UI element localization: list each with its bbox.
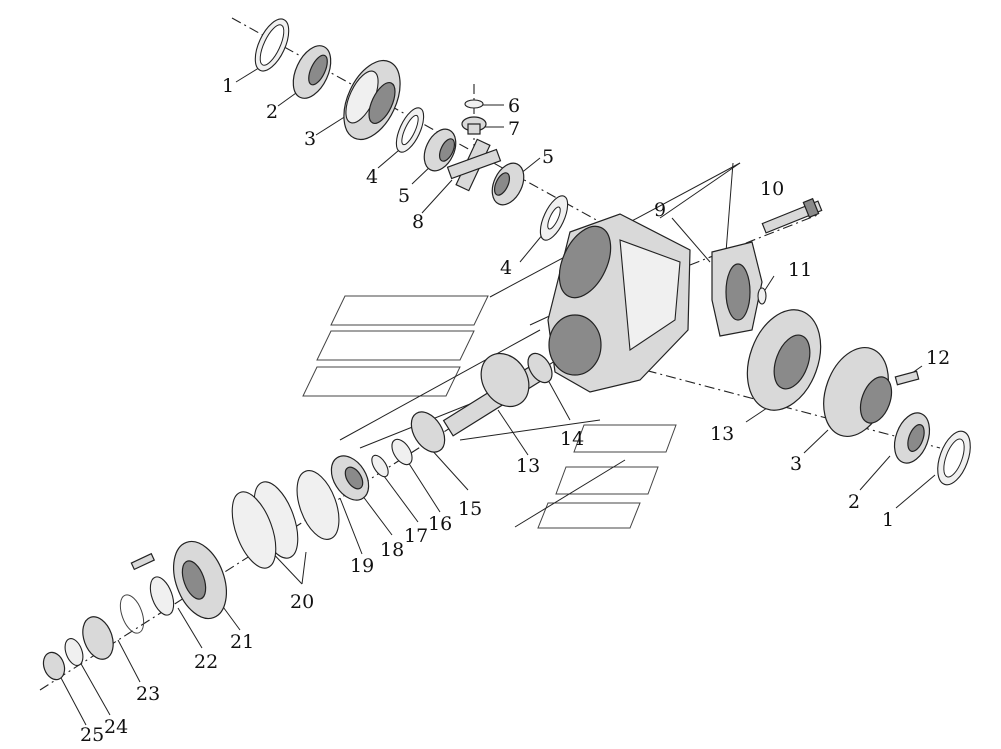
label-6: 6 — [508, 95, 520, 117]
label-3-right: 3 — [790, 453, 802, 475]
label-7: 7 — [508, 118, 520, 140]
label-4-lower: 4 — [500, 257, 512, 279]
part-19-gasket — [296, 470, 340, 540]
label-2-right: 2 — [848, 491, 860, 513]
label-15: 15 — [458, 498, 482, 520]
label-plates-right — [537, 424, 677, 529]
part-5-side-gear-left — [423, 128, 457, 172]
part-bolt-lower — [130, 552, 156, 571]
part-14-bearing-pinion — [527, 352, 553, 384]
label-13-ring-gear: 13 — [710, 423, 734, 445]
part-13-ring-gear — [746, 309, 822, 411]
part-3-carrier-half-right — [823, 346, 893, 438]
part-11-lock-plate — [757, 287, 767, 305]
label-9: 9 — [654, 199, 666, 221]
part-6-washer-small — [464, 99, 484, 109]
part-24-washer — [64, 638, 84, 666]
label-11: 11 — [788, 259, 812, 281]
label-5-right: 5 — [542, 146, 554, 168]
label-4-upper: 4 — [366, 166, 378, 188]
part-1-ring-upper — [254, 18, 290, 72]
label-10: 10 — [760, 178, 784, 200]
part-9-axle-housing — [547, 213, 691, 393]
label-21: 21 — [230, 631, 254, 653]
label-19: 19 — [350, 555, 374, 577]
part-20-shims — [231, 481, 299, 569]
part-16-spacer — [391, 438, 413, 466]
label-3-upper: 3 — [304, 128, 316, 150]
label-1-upper: 1 — [222, 75, 234, 97]
part-o-ring — [119, 594, 145, 634]
part-3-carrier-half-upper — [343, 60, 401, 140]
label-12: 12 — [926, 347, 950, 369]
part-7-pinion-gear — [461, 116, 487, 135]
part-25-nut — [42, 651, 66, 681]
part-22-seal — [149, 576, 175, 616]
part-5-side-gear-right — [491, 162, 525, 206]
label-plates-left — [302, 295, 489, 397]
label-14: 14 — [560, 428, 584, 450]
label-22: 22 — [194, 651, 218, 673]
part-17-shim — [371, 454, 389, 478]
label-17: 17 — [404, 525, 428, 547]
label-18: 18 — [380, 539, 404, 561]
part-21-bearing-housing — [173, 540, 227, 620]
label-13-pinion: 13 — [516, 455, 540, 477]
part-12-bolt-small — [894, 370, 920, 386]
part-1-ring-right — [937, 430, 971, 486]
label-1-right: 1 — [882, 509, 894, 531]
part-4-washer-upper — [395, 107, 425, 153]
label-25: 25 — [80, 724, 104, 746]
label-5-left: 5 — [398, 185, 410, 207]
label-20: 20 — [290, 591, 314, 613]
callout-labels: 1 2 3 4 5 6 7 5 8 4 9 10 11 12 13 3 2 1 … — [80, 75, 950, 746]
label-16: 16 — [428, 513, 452, 535]
part-2-bearing-upper — [292, 45, 332, 99]
part-4-washer-lower — [539, 195, 569, 241]
part-2-bearing-right — [893, 412, 931, 464]
part-23-flange — [82, 616, 114, 660]
part-8-cross-shaft — [446, 138, 502, 192]
label-24: 24 — [104, 716, 128, 738]
label-2-upper: 2 — [266, 101, 278, 123]
label-23: 23 — [136, 683, 160, 705]
part-10-bolt — [761, 197, 823, 234]
part-18-bearing-outer — [330, 455, 370, 501]
part-15-bearing — [410, 411, 446, 453]
label-8: 8 — [412, 211, 424, 233]
part-9-bearing-cap — [711, 241, 763, 337]
